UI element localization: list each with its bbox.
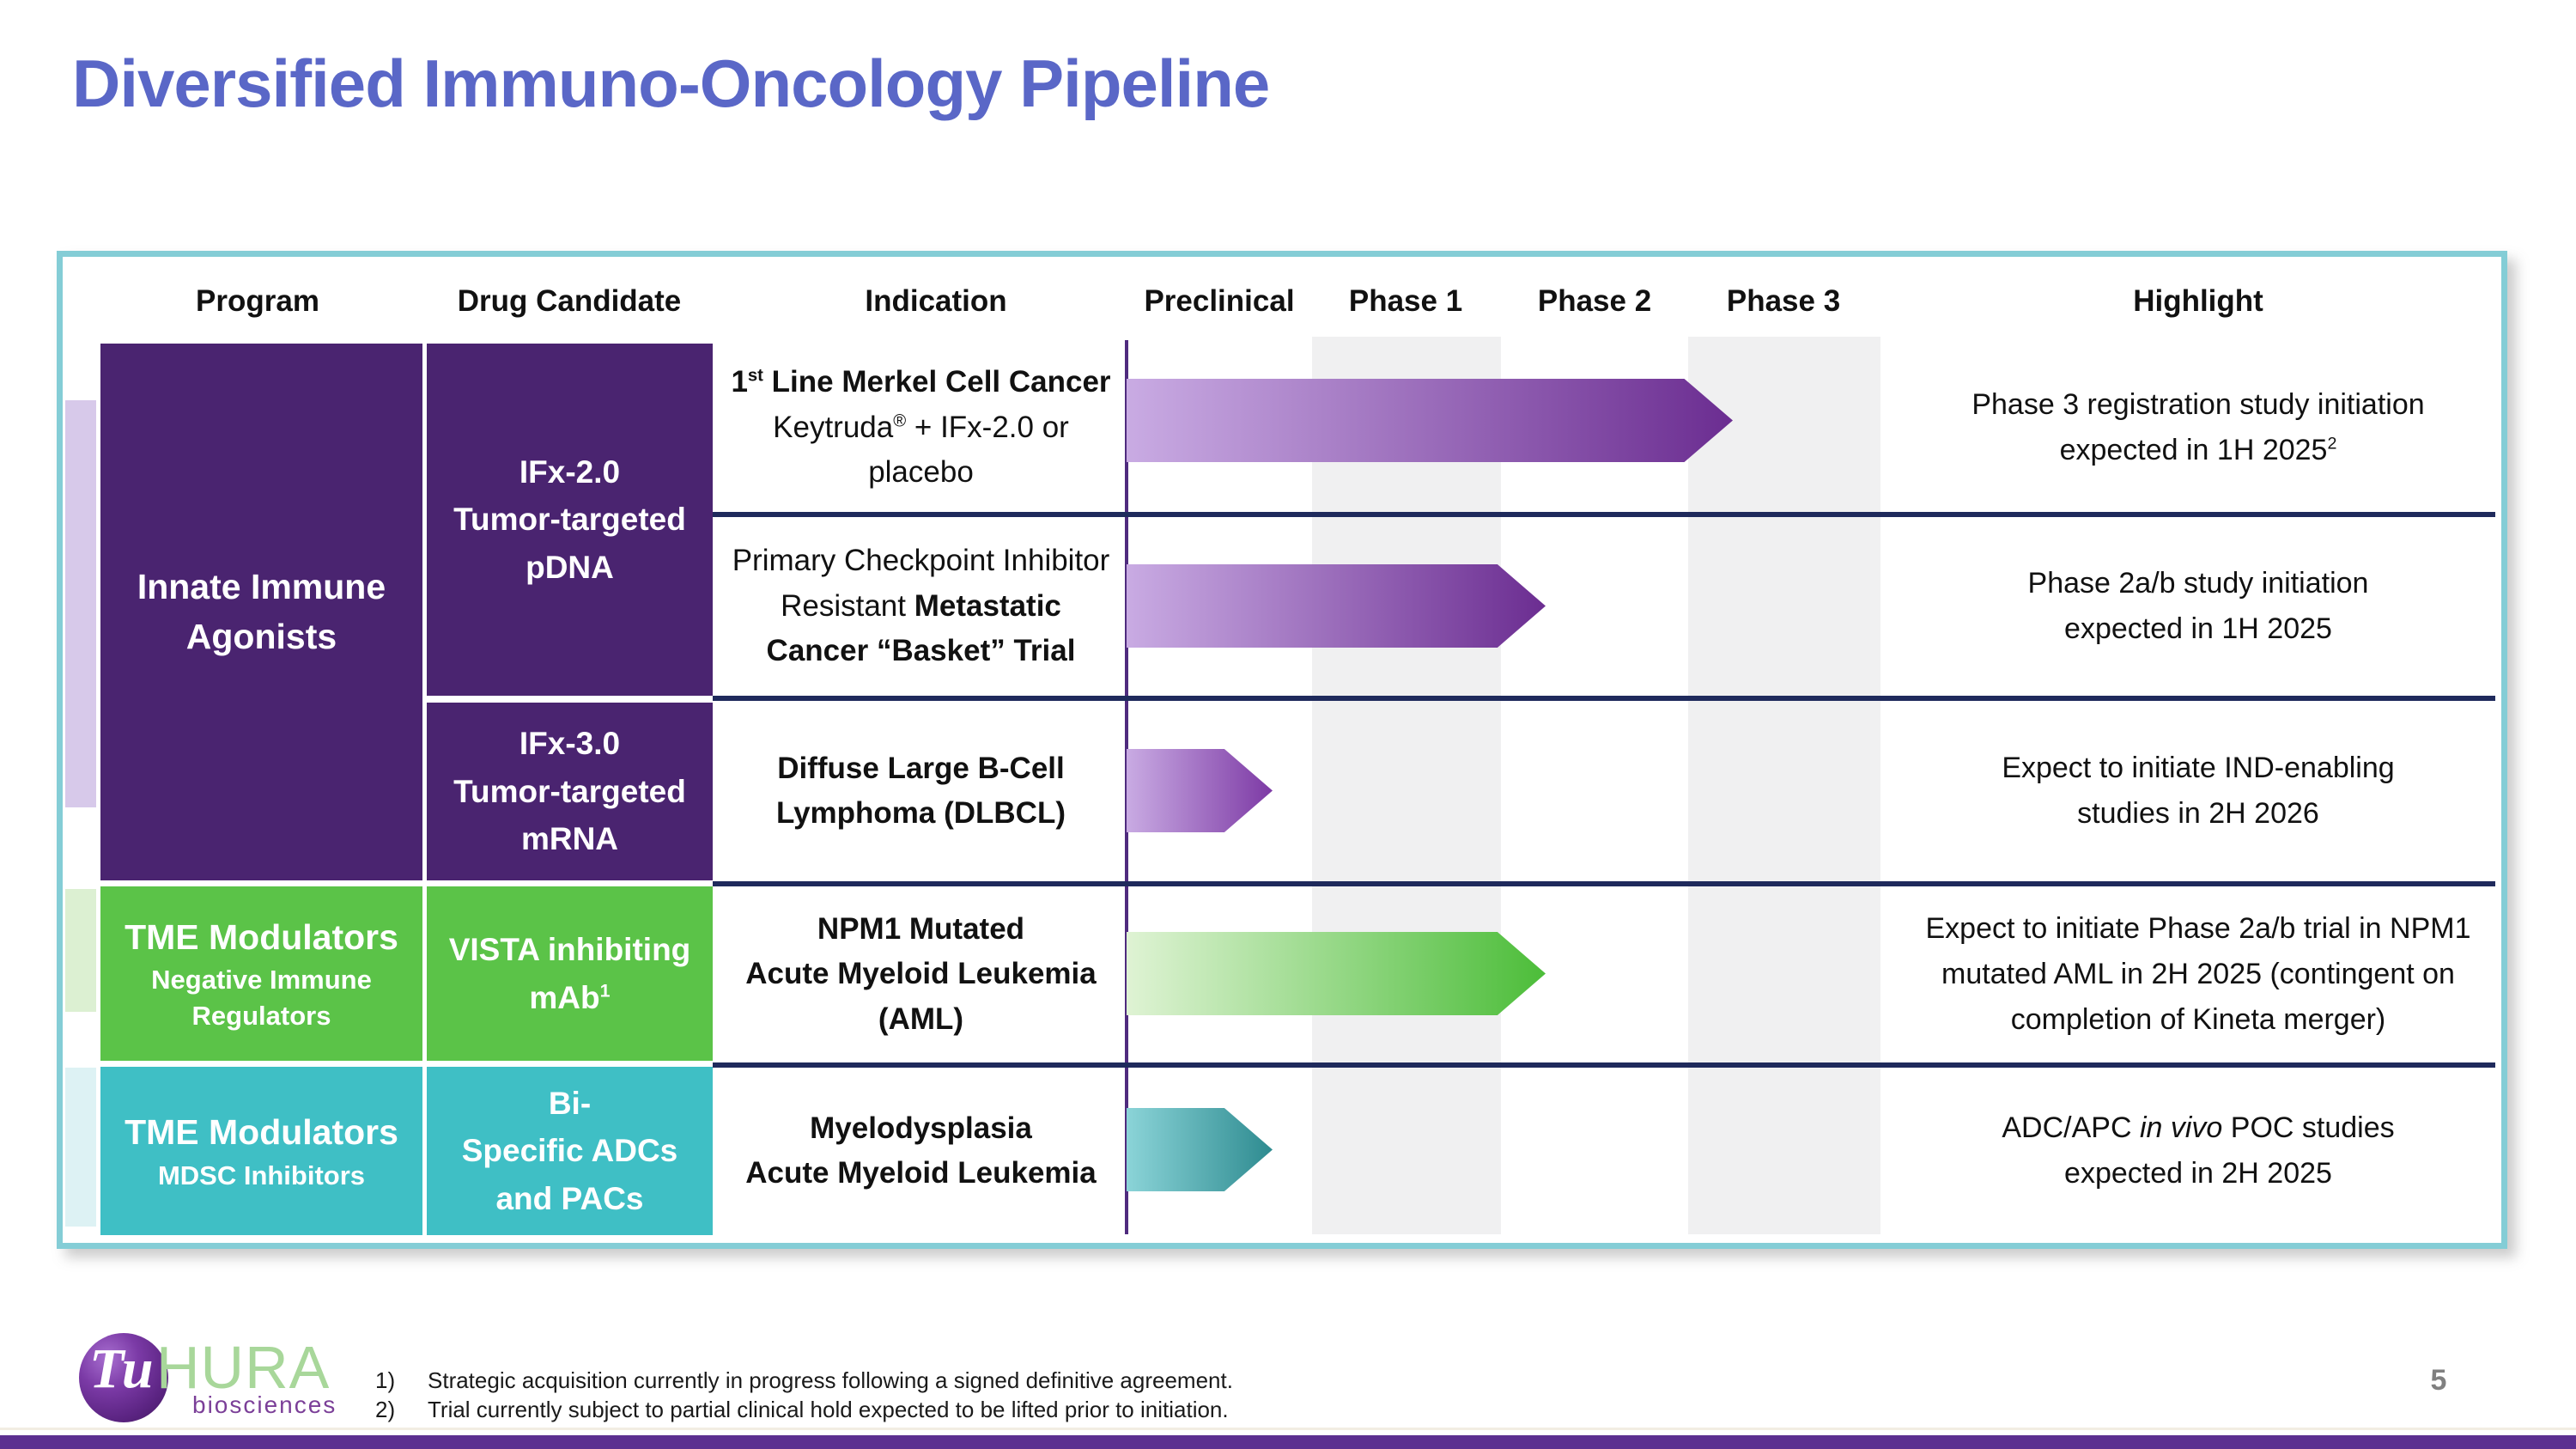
column-header-phase2: Phase 2 <box>1537 284 1652 318</box>
footnote-2-number: 2) <box>375 1397 396 1422</box>
program-sublabel: MDSC Inhibitors <box>157 1160 366 1190</box>
phase3-column-band <box>1688 337 1880 1234</box>
accent-bar-innate <box>65 400 96 807</box>
row-divider-4 <box>713 1062 2495 1068</box>
column-header-phase1: Phase 1 <box>1348 284 1463 318</box>
accent-bar-tme-mdsc <box>65 1068 96 1227</box>
column-header-preclinical: Preclinical <box>1144 284 1295 318</box>
footnote-1-number: 1) <box>375 1367 396 1393</box>
program-label: TME Modulators <box>125 916 398 957</box>
row-divider-2 <box>713 696 2495 701</box>
program-cell-tme-mdsc-inhibitors: TME Modulators MDSC Inhibitors <box>100 1067 422 1235</box>
highlight-cell-npm1-aml: Expect to initiate Phase 2a/b trial in N… <box>1925 912 2471 1036</box>
column-header-highlight: Highlight <box>2133 284 2263 318</box>
program-label: TME Modulators <box>125 1112 398 1153</box>
page-number: 5 <box>2430 1364 2447 1397</box>
footnote-1-text: Strategic acquisition currently in progr… <box>428 1367 1233 1393</box>
bottom-accent-line <box>0 1428 2576 1430</box>
tuhura-logo-tagline: biosciences <box>192 1391 337 1418</box>
column-header-program: Program <box>196 284 319 318</box>
column-header-phase3: Phase 3 <box>1726 284 1841 318</box>
tuhura-logo-tu: Tu <box>89 1337 154 1400</box>
pipeline-arrow-basket <box>1127 564 1546 648</box>
column-header-drug-candidate: Drug Candidate <box>457 284 682 318</box>
pipeline-arrow-merkel <box>1127 379 1733 462</box>
phase1-column-band <box>1312 337 1501 1234</box>
footnote-2-text: Trial currently subject to partial clini… <box>428 1397 1229 1422</box>
accent-bar-tme-negative <box>65 889 96 1012</box>
pipeline-arrow-npm1-aml <box>1127 932 1546 1015</box>
bottom-bar <box>0 1435 2576 1449</box>
tuhura-logo-sphere <box>79 1333 168 1422</box>
row-divider-3 <box>713 881 2495 886</box>
page-title: Diversified Immuno-Oncology Pipeline <box>72 46 1270 121</box>
column-header-indication: Indication <box>865 284 1007 318</box>
tuhura-logo-hura: HURA <box>156 1334 331 1401</box>
row-divider-1 <box>713 512 2495 517</box>
